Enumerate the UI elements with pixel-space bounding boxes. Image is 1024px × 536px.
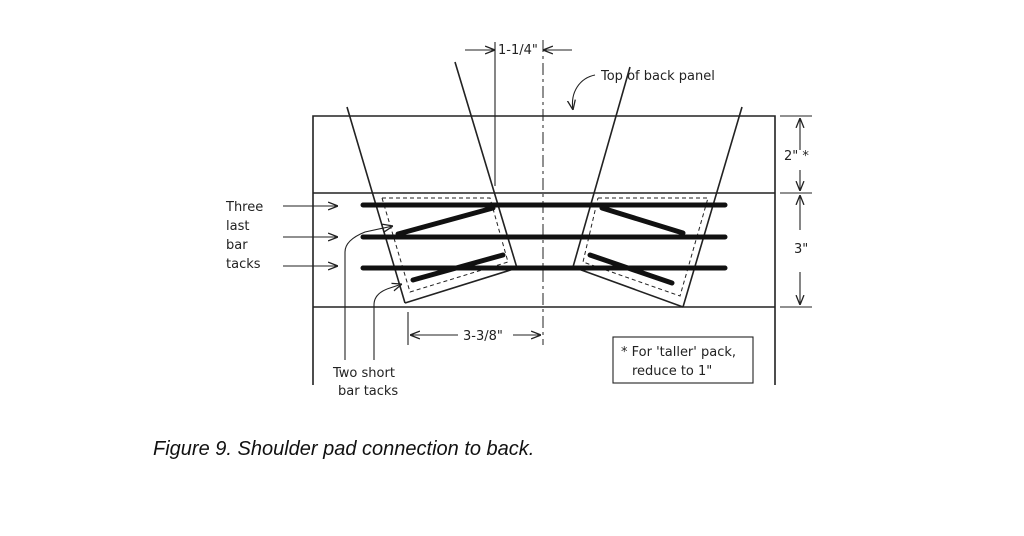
three-last-label-line-1: Three <box>225 200 263 215</box>
note-line-1: * For 'taller' pack, <box>621 345 736 360</box>
right-diagonal-bar-tack-upper <box>599 205 686 236</box>
bottom-dimension <box>407 312 541 345</box>
bar-tacks <box>360 202 728 286</box>
left-strap-end <box>404 267 518 304</box>
note-box <box>612 336 754 384</box>
right-strap-inner-edge <box>572 66 631 268</box>
three-last-label-line-2: last <box>226 219 249 234</box>
left-strap-inner-edge <box>454 61 518 269</box>
figure-caption: Figure 9. Shoulder pad connection to bac… <box>153 438 534 460</box>
top-panel-pointer-arrow <box>572 74 596 110</box>
left-diagonal-bar-tack-lower <box>410 252 506 283</box>
three-last-bar-tacks-arrows <box>283 206 338 266</box>
lower-height-label: 3" <box>794 242 808 257</box>
three-last-bar-tacks-label: Three last bar tacks <box>225 200 263 272</box>
left-diagonal-bar-tack-upper <box>395 205 496 237</box>
top-panel-label: Top of back panel <box>600 69 715 84</box>
top-dimension <box>465 42 572 186</box>
note-line-2: reduce to 1" <box>632 364 712 379</box>
three-last-label-line-3: bar <box>226 238 248 253</box>
right-strap-end <box>572 266 684 308</box>
two-short-label-line-1: Two short <box>332 366 395 381</box>
back-panel-outline <box>312 115 776 385</box>
left-strap-stitch-line <box>381 197 509 293</box>
upper-height-label: 2" * <box>784 149 809 164</box>
two-short-bar-tacks-leaders <box>344 226 402 360</box>
bottom-dimension-label: 3-3/8" <box>463 329 503 344</box>
right-shoulder-strap <box>572 66 743 308</box>
top-dimension-label: 1-1/4" <box>498 43 538 58</box>
right-strap-stitch-line <box>582 197 709 297</box>
two-short-label-line-2: bar tacks <box>338 384 398 399</box>
right-dimensions <box>780 115 812 308</box>
right-diagonal-bar-tack-lower <box>587 252 675 286</box>
three-last-label-line-4: tacks <box>226 257 261 272</box>
back-panel <box>312 115 776 385</box>
